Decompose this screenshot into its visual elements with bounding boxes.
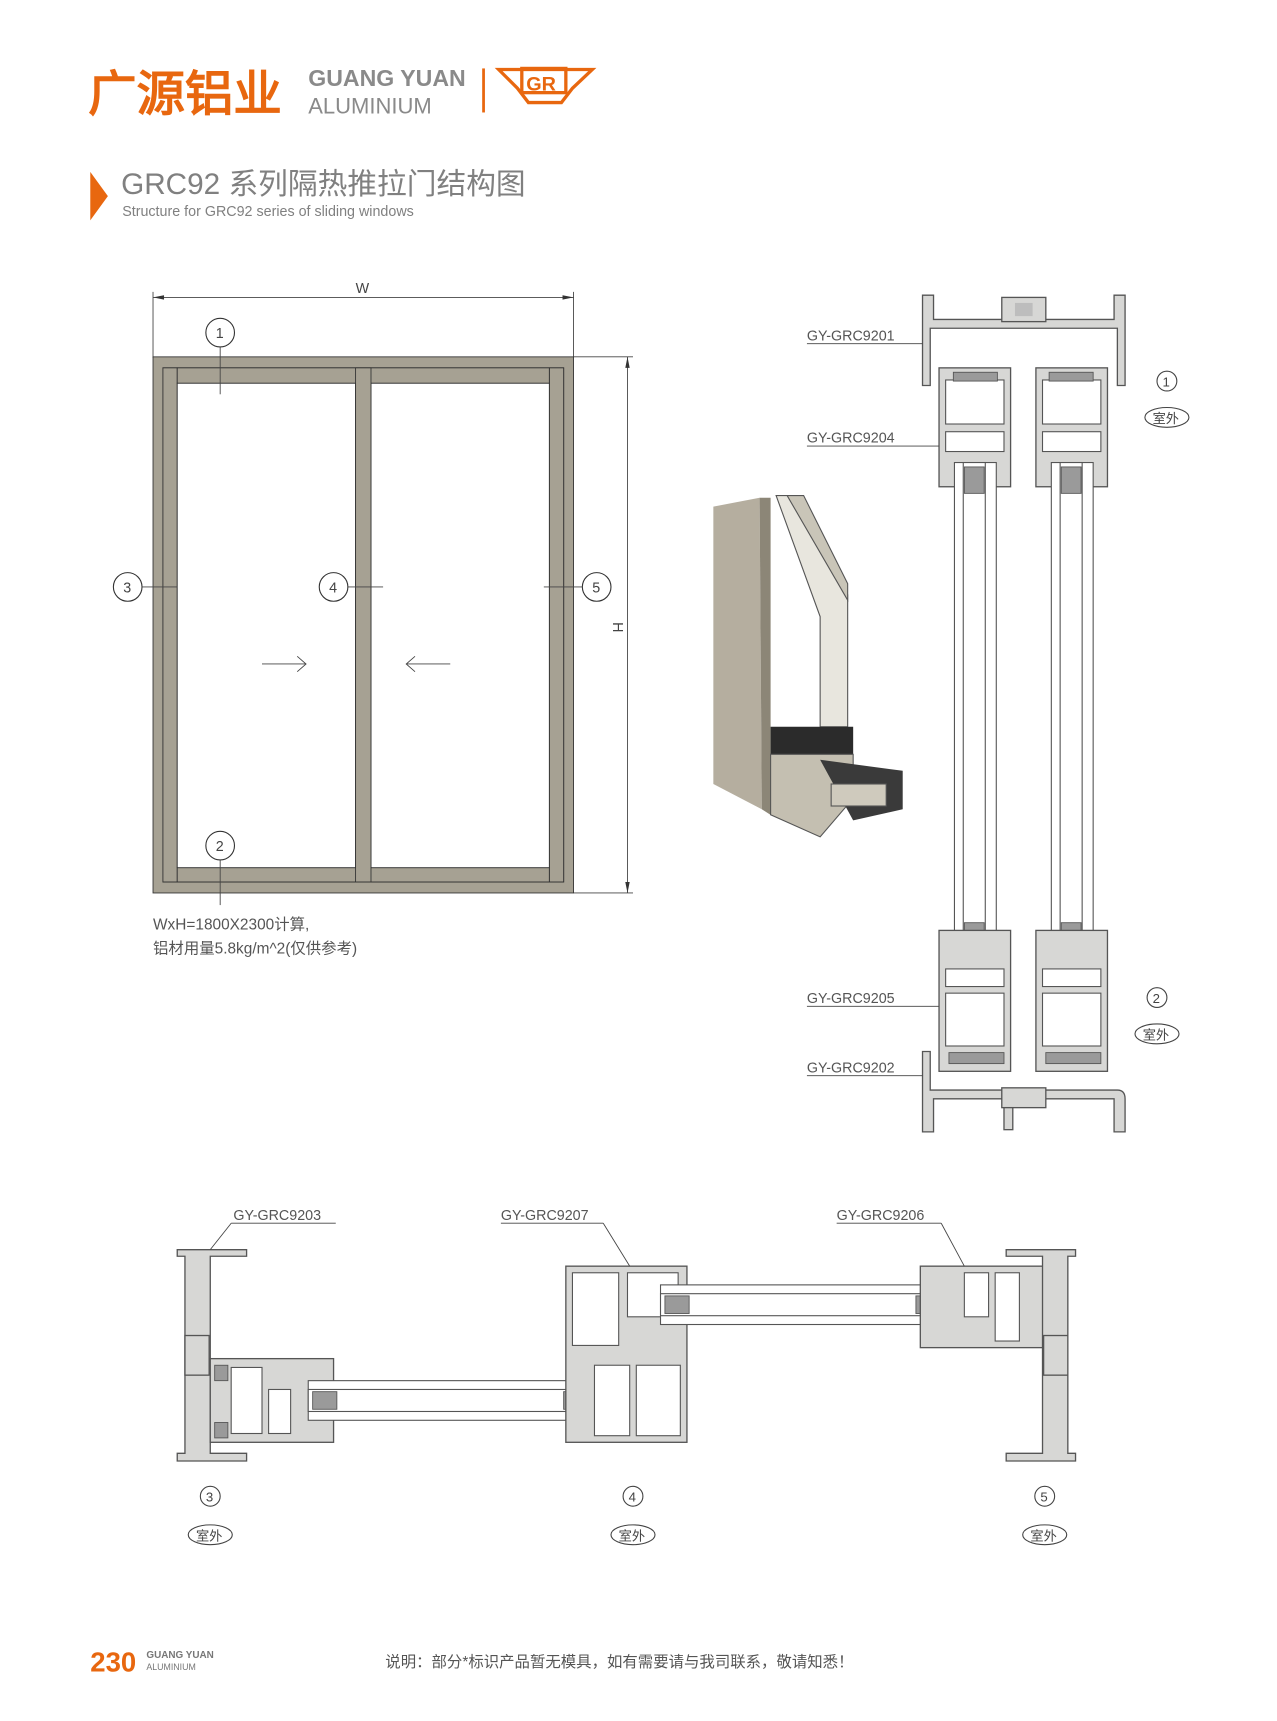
- svg-text:5: 5: [592, 580, 600, 596]
- outdoor-label-1: 室外: [1153, 410, 1179, 426]
- part-label-9205: GY-GRC9205: [807, 991, 895, 1007]
- part-label-9203: GY-GRC9203: [233, 1208, 321, 1224]
- svg-text:2: 2: [216, 839, 224, 855]
- calc-note-2: 铝材用量5.8kg/m^2(仅供参考): [153, 940, 357, 958]
- svg-text:3: 3: [123, 580, 131, 596]
- marker-4: 4: [318, 572, 384, 602]
- section-marker-2: 2: [1153, 991, 1160, 1006]
- svg-text:4: 4: [329, 580, 337, 596]
- header-divider: [482, 68, 485, 113]
- brand-logo-cn: 广源铝业: [88, 67, 282, 121]
- width-label: W: [356, 281, 370, 297]
- elevation-drawing: W H 1 2 3 4: [112, 281, 633, 958]
- section-marker-5: 5: [1040, 1490, 1047, 1505]
- part-label-9202: GY-GRC9202: [807, 1060, 895, 1076]
- outdoor-label-4: 室外: [619, 1527, 645, 1543]
- brand-header: 广源铝业 GUANG YUAN ALUMINIUM GR: [88, 65, 597, 121]
- horizontal-section: GY-GRC9203 GY-GRC9207 GY-GRC9206 3 室外 4 …: [176, 1208, 1077, 1546]
- part-label-9201: GY-GRC9201: [807, 328, 895, 344]
- outdoor-label-3: 室外: [196, 1527, 222, 1543]
- page-subtitle: Structure for GRC92 series of sliding wi…: [122, 204, 414, 220]
- vertical-section: GY-GRC9201 GY-GRC9204 GY-GRC9205 GY-GRC9…: [806, 294, 1190, 1133]
- brand-name-en: GUANG YUAN: [308, 65, 466, 91]
- svg-text:GR: GR: [526, 73, 556, 95]
- height-label: H: [609, 622, 625, 632]
- section-marker-3: 3: [206, 1490, 213, 1505]
- marker-1: 1: [205, 317, 236, 395]
- page-footer: 230 GUANG YUAN ALUMINIUM 说明：部分*标识产品暂无模具，…: [90, 1646, 853, 1677]
- footer-brand-2: ALUMINIUM: [146, 1662, 195, 1672]
- calc-note-1: WxH=1800X2300计算,: [153, 914, 309, 933]
- svg-text:1: 1: [216, 326, 224, 342]
- footer-brand-1: GUANG YUAN: [146, 1650, 213, 1661]
- profile-3d-render: [713, 495, 903, 838]
- part-label-9207: GY-GRC9207: [501, 1208, 589, 1224]
- marker-5: 5: [543, 572, 612, 602]
- page-number: 230: [90, 1646, 136, 1677]
- footer-note: 说明：部分*标识产品暂无模具，如有需要请与我司联系，敬请知悉！: [385, 1653, 853, 1671]
- outdoor-label-2: 室外: [1143, 1026, 1169, 1042]
- brand-subname-en: ALUMINIUM: [308, 94, 431, 119]
- section-marker-1: 1: [1163, 375, 1170, 390]
- part-label-9206: GY-GRC9206: [837, 1208, 925, 1224]
- part-label-9204: GY-GRC9204: [807, 431, 895, 447]
- outdoor-label-5: 室外: [1030, 1527, 1056, 1543]
- title-marker-icon: [90, 171, 108, 221]
- gr-logo-icon: GR: [494, 66, 597, 105]
- marker-2: 2: [205, 830, 236, 906]
- page-title: GRC92 系列隔热推拉门结构图: [121, 168, 526, 201]
- section-marker-4: 4: [629, 1490, 636, 1505]
- marker-3: 3: [112, 572, 178, 602]
